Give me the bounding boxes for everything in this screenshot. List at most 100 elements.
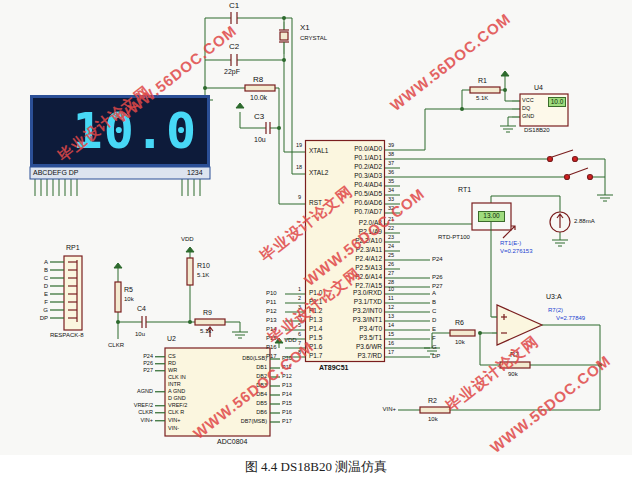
pin-label: G xyxy=(43,307,48,313)
ground-symbol xyxy=(197,100,613,354)
readout-value: 10.0 xyxy=(551,99,564,106)
pin-wire xyxy=(50,293,64,294)
pin-label: 90k xyxy=(508,371,518,377)
pin-wire xyxy=(155,370,165,371)
part-name: X1 xyxy=(300,24,310,32)
sensor-part: U4DS18B20 10.0 xyxy=(512,84,574,138)
pin-label: P24 xyxy=(143,354,153,360)
part-name: U4 xyxy=(534,84,543,91)
power-arrow xyxy=(501,71,509,76)
pin-wire xyxy=(270,412,280,413)
display-pin-strip xyxy=(30,167,210,179)
part-name: DS18B20 xyxy=(524,127,550,133)
sensor-body xyxy=(520,94,568,126)
pin-label: P3.3/INT1 xyxy=(353,317,382,324)
pin-wire xyxy=(542,324,584,325)
pin-label: 11 xyxy=(388,296,394,302)
pin-label: CLKR xyxy=(138,410,153,416)
junction-dot xyxy=(282,16,286,20)
pin-label: P3.2/INT0 xyxy=(353,308,382,315)
pin-label: 19 xyxy=(296,143,302,149)
pin-label: 13 xyxy=(388,314,394,320)
pin-label: P0.5/AD5 xyxy=(354,191,382,198)
pin-label: E xyxy=(44,291,48,297)
pin-label: P0.4/AD4 xyxy=(354,182,382,189)
pin-wire xyxy=(155,391,165,392)
pin-label: XTAL2 xyxy=(309,170,328,177)
pin-label: B xyxy=(432,299,436,305)
pin-label: 10k xyxy=(455,339,465,345)
component-symbol xyxy=(550,212,570,232)
symbol-line xyxy=(501,332,507,333)
pin-label: R10 xyxy=(197,262,210,269)
pin-label: INTR xyxy=(168,382,181,388)
resistor-pack-body xyxy=(64,256,82,330)
pin-label: CLK IN xyxy=(168,375,186,381)
switch-symbol xyxy=(548,157,553,162)
pin-label: WR xyxy=(168,368,177,374)
pin-label: 10.0k xyxy=(250,94,267,101)
readout-box: 10.0 xyxy=(548,97,566,107)
power-arrow xyxy=(236,103,244,108)
pin-label: DB6 xyxy=(256,410,267,416)
symbol-line xyxy=(68,285,77,286)
pin-label: 27 xyxy=(388,271,394,277)
pin-label: RT1 xyxy=(458,186,471,193)
junction-dot xyxy=(503,88,507,92)
part-name: ADC0804 xyxy=(217,438,247,445)
component-symbol xyxy=(450,330,475,336)
pin-label: P14 xyxy=(282,392,292,398)
pin-label: A xyxy=(44,259,48,265)
wire xyxy=(284,54,305,152)
pin-label: P27 xyxy=(432,283,443,289)
pin-label: 10 xyxy=(388,287,394,293)
pin-label: 24 xyxy=(388,244,394,250)
pin-label: DP xyxy=(432,353,440,359)
pin-label: C1 xyxy=(229,2,239,10)
pin-wire xyxy=(155,363,165,364)
symbol-line xyxy=(68,261,77,262)
component-symbol xyxy=(470,87,500,93)
pin-wire xyxy=(155,405,165,406)
pin-label: R2 xyxy=(428,397,437,404)
component-symbol xyxy=(420,407,450,413)
display-pin-strip xyxy=(30,167,210,179)
part-name: RESPACK-8 xyxy=(50,332,84,338)
pin-label: 5.1k xyxy=(200,328,211,334)
switch-symbol xyxy=(552,150,588,175)
pin-label: C2 xyxy=(229,43,239,51)
switch-symbol xyxy=(548,150,593,180)
ground-symbol xyxy=(597,195,613,201)
pin-label: 16 xyxy=(388,341,394,347)
pin-label: VREF/2 xyxy=(134,403,153,409)
pin-wire xyxy=(50,301,64,302)
symbol-line xyxy=(279,29,289,30)
pin-label: P1.4 xyxy=(309,326,322,333)
pin-label: VDD xyxy=(284,337,297,343)
wire xyxy=(491,222,492,317)
probe-value: RT1(E-) xyxy=(500,240,521,246)
pin-wire xyxy=(512,100,520,101)
pin-label: DB5 xyxy=(256,401,267,407)
pin-label: 10u xyxy=(254,136,266,143)
pin-label: 17 xyxy=(388,350,394,356)
pin-label: P11 xyxy=(266,299,276,305)
pin-label: 5.1K xyxy=(476,95,488,101)
junction-dot xyxy=(116,320,120,324)
symbol-line xyxy=(503,314,504,320)
pin-label: VDD xyxy=(181,236,194,242)
pin-label: P3.1/TXD xyxy=(354,299,382,306)
pin-label: D xyxy=(44,283,48,289)
pin-label: DP xyxy=(40,315,48,321)
pin-label: GND xyxy=(522,114,534,120)
probe-value: V=0.276153 xyxy=(500,248,533,254)
pin-label: P1.5 xyxy=(309,335,322,342)
pin-label: P13 xyxy=(282,383,292,389)
pin-label: P16 xyxy=(282,410,292,416)
pin-label: P3.4/T0 xyxy=(359,326,382,333)
pin-label: 15 xyxy=(388,332,394,338)
ground-symbol xyxy=(232,332,248,338)
pin-wire xyxy=(50,285,64,286)
pin-label: AGND xyxy=(137,389,153,395)
pin-label: 10k xyxy=(124,296,134,302)
